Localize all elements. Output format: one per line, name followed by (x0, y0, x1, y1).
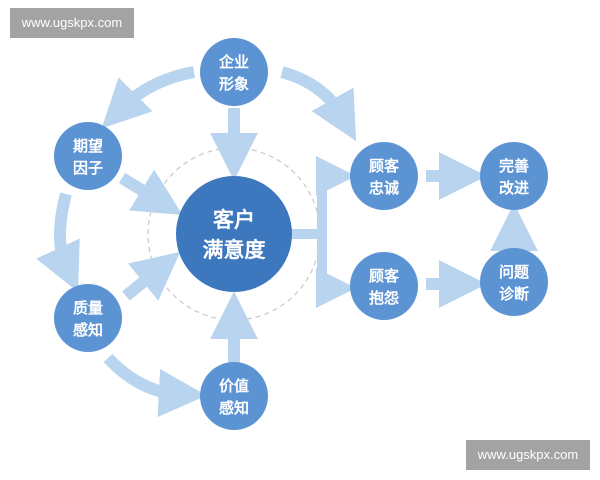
branch-center-to-customer-response (288, 174, 327, 290)
arrow-expectation-to-quality (36, 192, 80, 293)
expectation-line1: 期望 (73, 137, 103, 155)
value-line1: 价值 (219, 377, 249, 395)
quality-line1: 质量 (73, 299, 103, 317)
improve-line1: 完善 (499, 157, 529, 175)
improve-line2: 改进 (499, 179, 529, 197)
quality-circle (54, 284, 122, 352)
quality-line2: 感知 (73, 321, 103, 339)
node-center: 客户 满意度 (176, 176, 292, 292)
diagnosis-line1: 问题 (499, 263, 530, 281)
node-expectation: 期望 因子 (54, 122, 122, 190)
corp-image-line1: 企业 (218, 53, 249, 71)
loyalty-circle (350, 142, 418, 210)
arrow-expectation-to-center (118, 169, 183, 216)
center-line2: 满意度 (203, 238, 266, 262)
center-line1: 客户 (213, 208, 255, 232)
loyalty-line1: 顾客 (369, 157, 400, 175)
watermark-bottom: www.ugskpx.com (466, 440, 590, 470)
value-circle (200, 362, 268, 430)
arrow-quality-to-center (122, 251, 181, 301)
node-loyalty: 顾客 忠诚 (350, 142, 418, 210)
complaint-line2: 抱怨 (369, 289, 399, 307)
node-improve: 完善 改进 (480, 142, 548, 210)
node-quality: 质量 感知 (54, 284, 122, 352)
center-circle (176, 176, 292, 292)
corp-image-line2: 形象 (219, 75, 249, 93)
loyalty-line2: 忠诚 (369, 179, 399, 197)
complaint-circle (350, 252, 418, 320)
node-value: 价值 感知 (200, 362, 268, 430)
diagnosis-circle (480, 248, 548, 316)
arrow-corp-image-to-loyalty (280, 66, 357, 142)
expectation-circle (54, 122, 122, 190)
corp-image-circle (200, 38, 268, 106)
watermark-top: www.ugskpx.com (10, 8, 134, 38)
diagnosis-line2: 诊断 (499, 285, 529, 303)
node-diagnosis: 问题 诊断 (480, 248, 548, 316)
node-complaint: 顾客 抱怨 (350, 252, 418, 320)
arrow-quality-to-value (103, 353, 207, 417)
complaint-line1: 顾客 (369, 267, 400, 285)
improve-circle (480, 142, 548, 210)
value-line2: 感知 (219, 399, 249, 417)
node-corp-image: 企业 形象 (200, 38, 268, 106)
expectation-line2: 因子 (73, 159, 103, 177)
arrow-corp-image-to-expectation (101, 66, 196, 129)
